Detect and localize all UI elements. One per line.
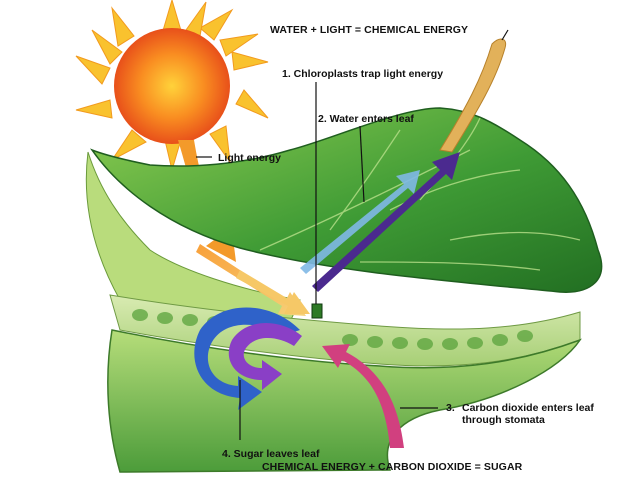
step3-number: 3. xyxy=(446,402,455,414)
step2-label: 2. Water enters leaf xyxy=(318,113,414,125)
leaf-icon xyxy=(89,107,603,293)
equation-bottom-label: CHEMICAL ENERGY + CARBON DIOXIDE = SUGAR xyxy=(262,461,523,473)
equation-top-label: WATER + LIGHT = CHEMICAL ENERGY xyxy=(270,24,469,36)
step3-label: Carbon dioxide enters leaf through stoma… xyxy=(462,402,594,426)
step1-label: 1. Chloroplasts trap light energy xyxy=(282,68,444,80)
purple-curl-arrow xyxy=(228,322,302,390)
light-arrow-2 xyxy=(236,270,310,314)
leaf-lower-section xyxy=(107,329,582,473)
step4-label: 4. Sugar leaves leaf xyxy=(222,448,320,460)
water-arrow xyxy=(300,170,420,274)
leader-lines xyxy=(196,29,509,440)
chloroplast-icon xyxy=(311,303,323,319)
co2-arrow xyxy=(322,344,404,448)
leaf-stem-icon xyxy=(439,38,507,153)
sugar-arrow xyxy=(312,152,460,292)
sun-icon xyxy=(75,0,269,172)
blue-curl-arrow xyxy=(194,307,300,410)
light-energy-label: Light energy xyxy=(218,152,282,164)
